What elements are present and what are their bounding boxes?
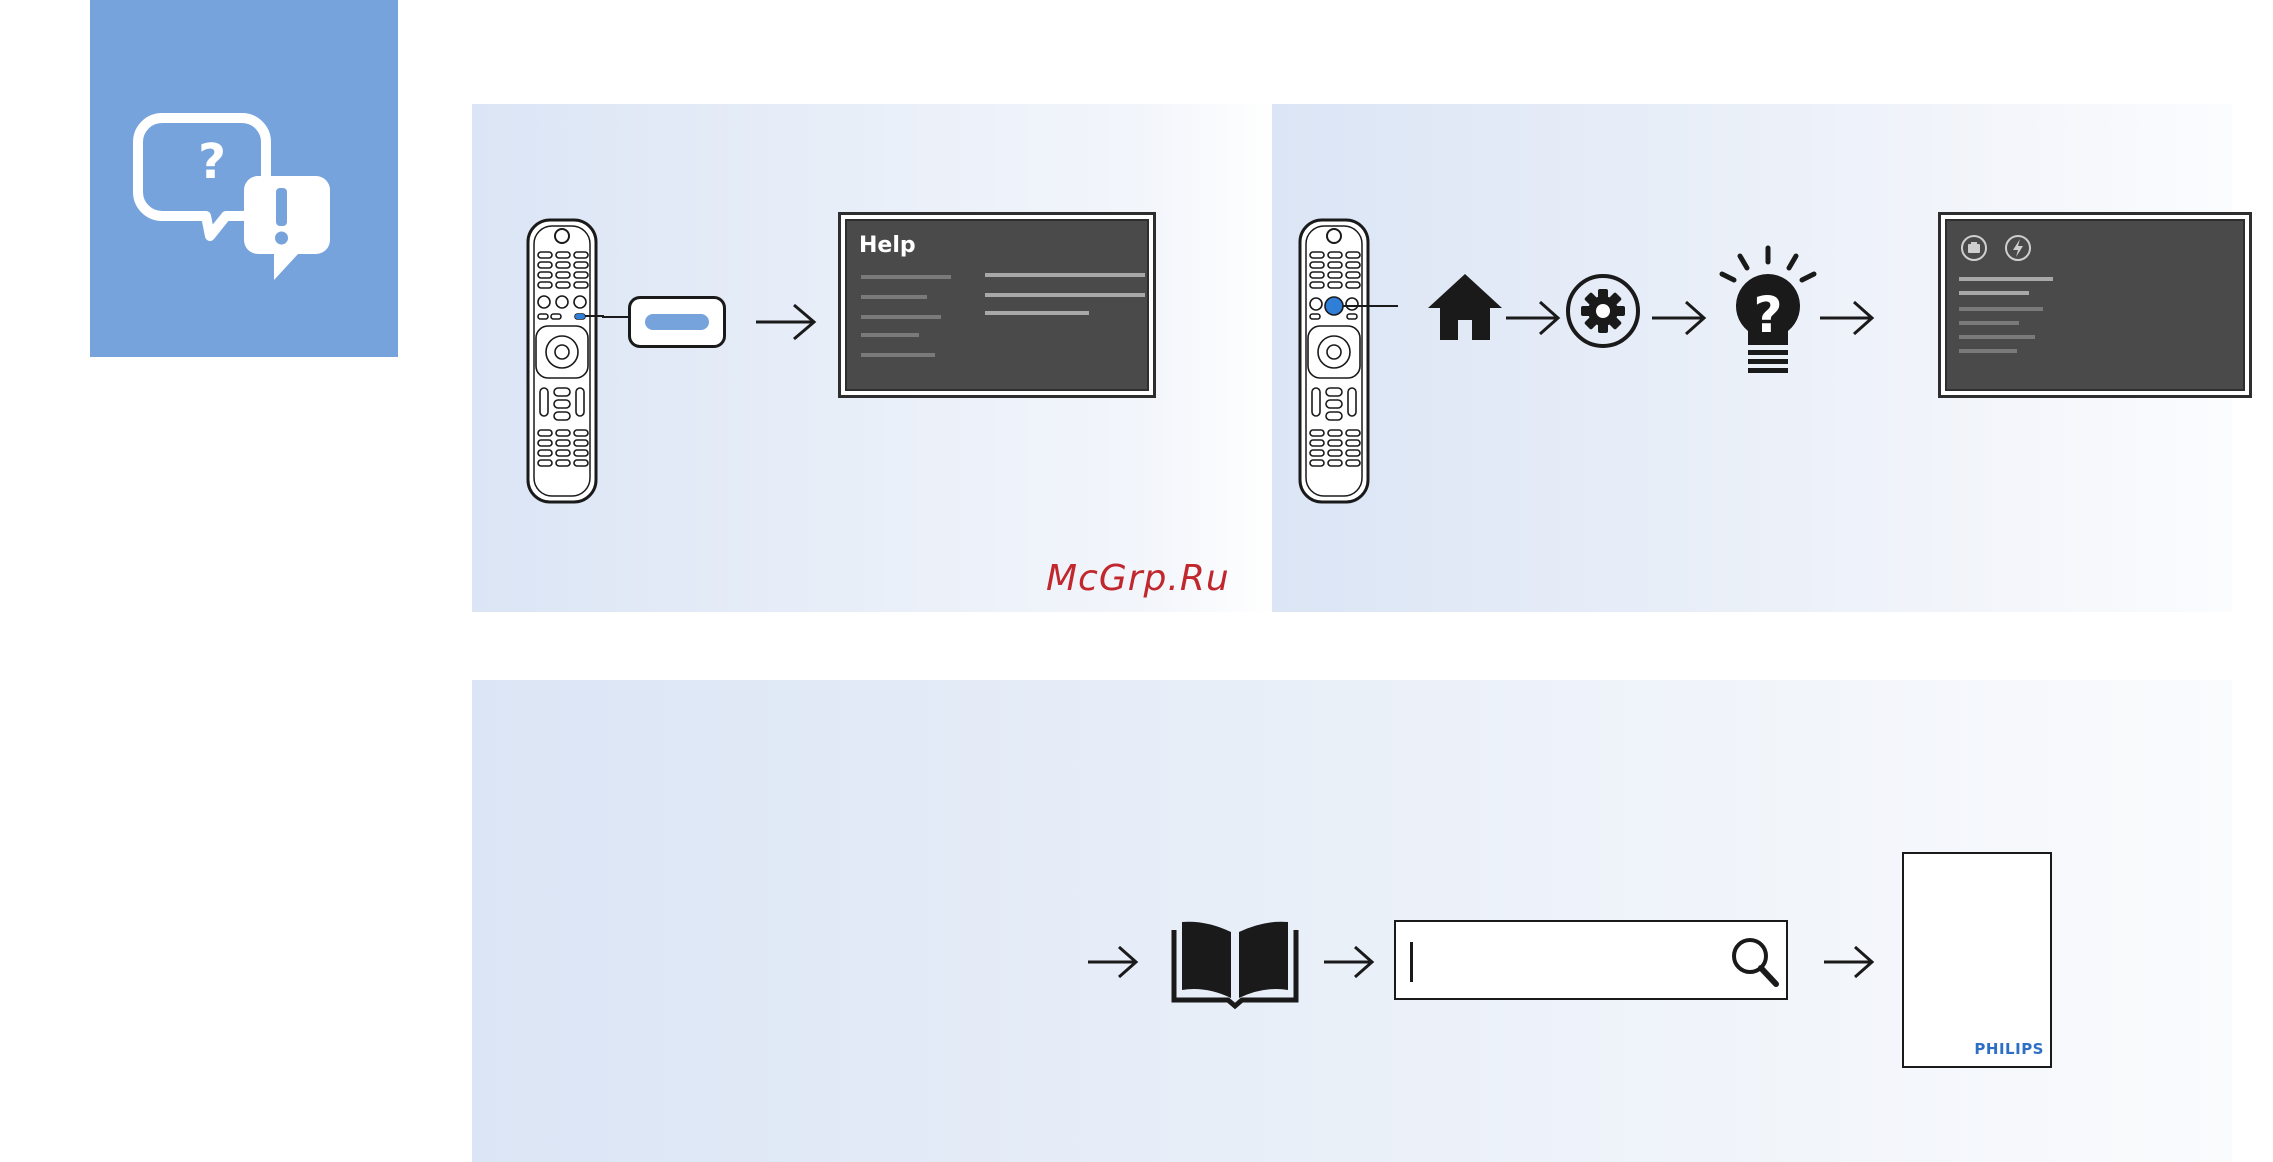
power-bolt-icon: [2003, 233, 2033, 263]
tv-menu-line: [861, 275, 951, 279]
home-icon: [1426, 272, 1504, 342]
arrow-right-icon: [1822, 944, 1876, 980]
arrow-right-icon: [1818, 298, 1876, 338]
tv-menu-line: [861, 295, 927, 299]
tv-help-menu-screen: [1938, 212, 2252, 398]
arrow-right-icon: [1504, 298, 1562, 338]
open-book-icon: [1170, 920, 1300, 1012]
svg-text:?: ?: [1753, 286, 1782, 344]
arrow-right-icon: [1650, 298, 1708, 338]
svg-text:?: ?: [198, 134, 226, 190]
watermark: McGrp.Ru: [1046, 558, 1230, 599]
question-exclamation-bubbles-icon: ?: [90, 0, 398, 357]
text-cursor: [1410, 942, 1413, 982]
tv-menu-line: [1959, 321, 2019, 325]
arrow-right-icon: [1322, 944, 1376, 980]
tv-menu-line: [1959, 349, 2017, 353]
tv-menu-line: [861, 353, 935, 357]
tv-content-line: [985, 273, 1145, 277]
search-box-illustration: [1394, 920, 1788, 1000]
tv-menu-line: [861, 333, 919, 337]
tv-content-line: [1959, 277, 2053, 281]
tv-menu-line: [861, 315, 941, 319]
tv-content-line: [985, 311, 1089, 315]
help-tile: ?: [90, 0, 398, 357]
tv-content-line: [985, 293, 1145, 297]
tv-help-screen: Help: [838, 212, 1156, 398]
user-manual-document: PHILIPS: [1902, 852, 2052, 1068]
tv-help-title: Help: [859, 233, 916, 258]
help-button-illustration: [628, 296, 726, 348]
arrow-right-icon: [754, 302, 818, 342]
tv-menu-line: [1959, 335, 2035, 339]
tv-content-line: [1959, 291, 2029, 295]
tv-menu-line: [1959, 307, 2043, 311]
magnifier-icon: [1730, 936, 1780, 988]
help-button-pill: [645, 314, 709, 330]
brand-logo: PHILIPS: [1974, 1040, 2044, 1058]
lightbulb-question-icon: ?: [1718, 244, 1818, 376]
gear-icon: [1564, 272, 1642, 350]
camera-icon: [1959, 233, 1989, 263]
remote-control-icon: [1296, 216, 1406, 506]
remote-control-icon: [524, 216, 604, 506]
arrow-right-icon: [1086, 944, 1140, 980]
